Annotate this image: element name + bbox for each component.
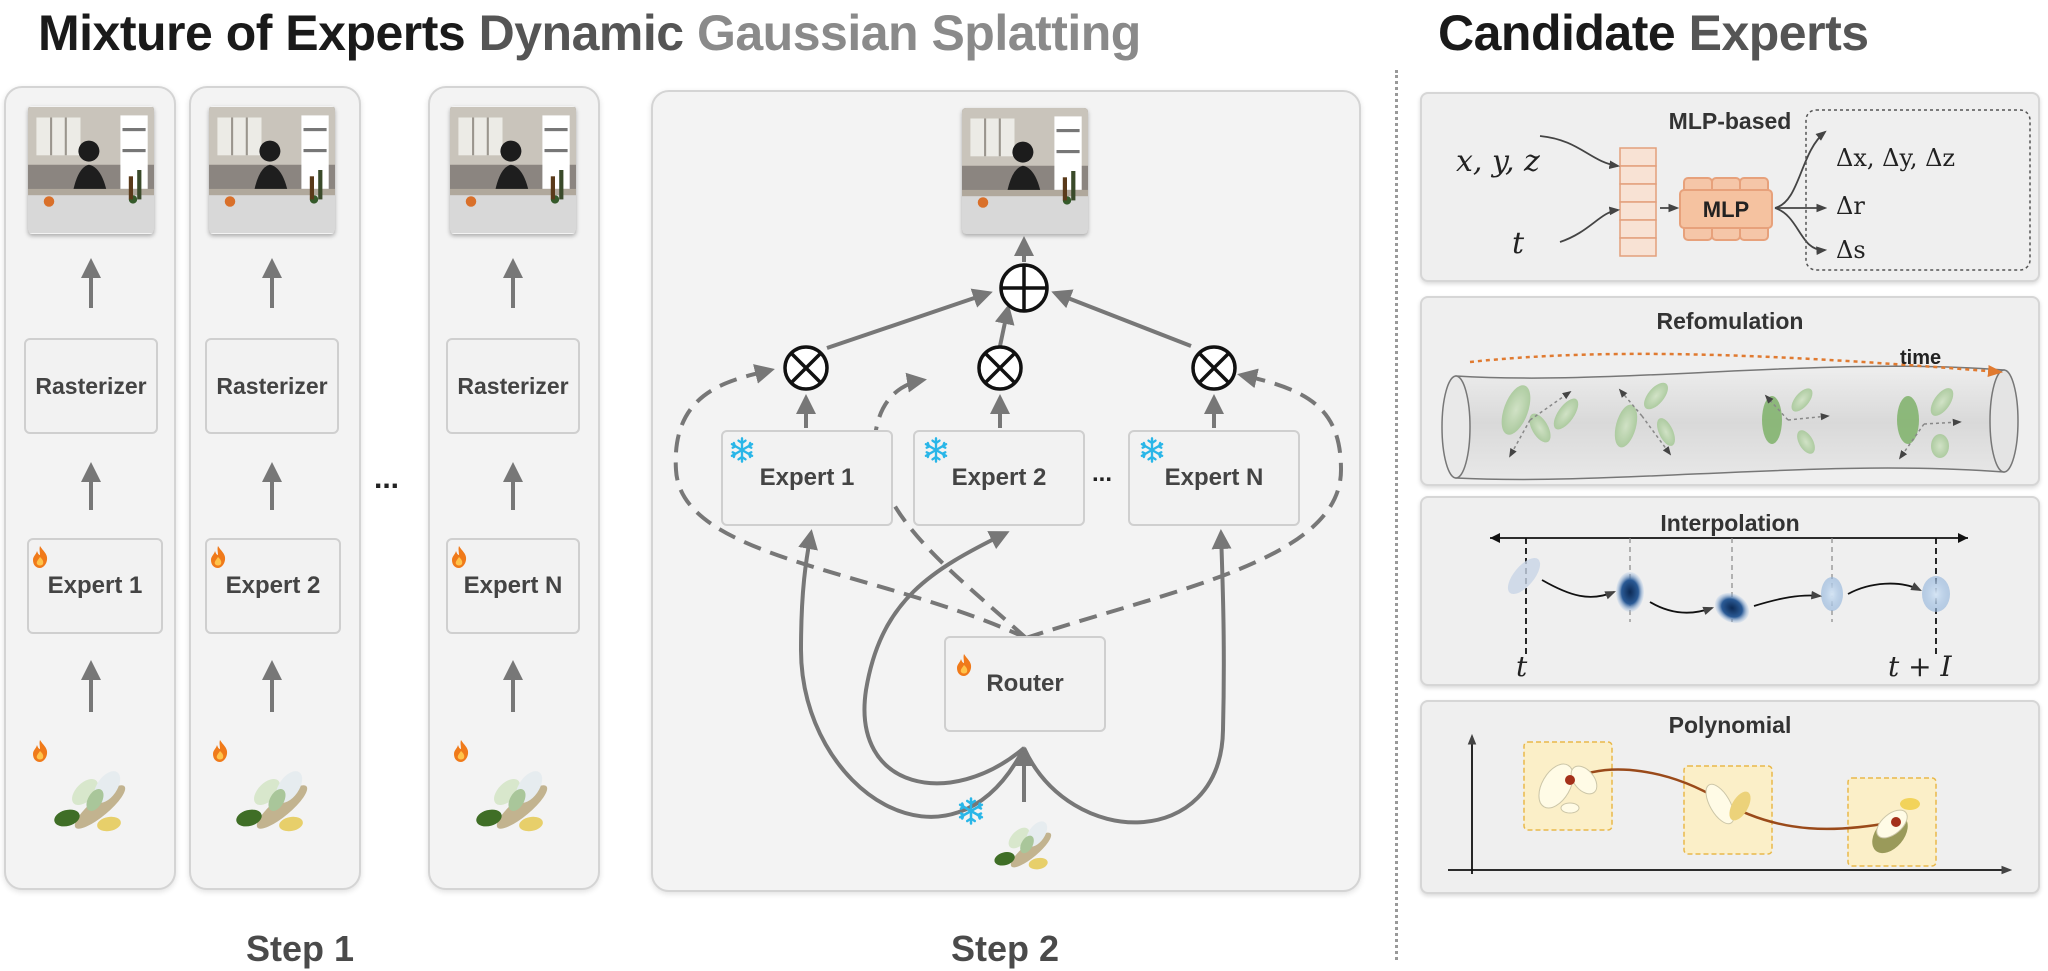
step1-arrows bbox=[81, 258, 523, 712]
time-label: time bbox=[1900, 347, 1941, 369]
mlp-input-xyz: x, y, z bbox=[1456, 144, 1540, 179]
step2-ellipsis: ... bbox=[1092, 460, 1113, 487]
step1-expert-box-2: Expert 2 bbox=[205, 538, 341, 634]
rasterizer-box-2: Rasterizer bbox=[205, 338, 339, 434]
rasterizer-box-n: Rasterizer bbox=[446, 338, 580, 434]
snowflake-icon bbox=[730, 437, 754, 463]
multiply-icon bbox=[1193, 347, 1235, 389]
main-title: Mixture of Experts Dynamic Gaussian Spla… bbox=[38, 4, 1141, 62]
rasterizer-box-1: Rasterizer bbox=[24, 338, 158, 434]
router-box: Router bbox=[944, 636, 1106, 732]
step2-expert-box-n: Expert N bbox=[1128, 430, 1300, 526]
multiply-icon bbox=[979, 347, 1021, 389]
main-title-part2: Dynamic bbox=[478, 5, 684, 61]
main-title-part1: Mixture of Experts bbox=[38, 5, 466, 61]
snowflake-icon bbox=[1140, 437, 1164, 463]
reformulation-diagram: time bbox=[1441, 347, 2019, 481]
mlp-output-r: Δr bbox=[1836, 192, 1865, 220]
candidate-title: Candidate Experts bbox=[1438, 4, 1869, 62]
snowflake-icon bbox=[958, 797, 984, 825]
polynomial-diagram bbox=[1448, 733, 2013, 875]
interp-start-label: t bbox=[1516, 650, 1528, 683]
step2-label: Step 2 bbox=[950, 928, 1060, 969]
mlp-block-label: MLP bbox=[1703, 197, 1749, 222]
mlp-diagram: MLP bbox=[1539, 109, 2031, 271]
candidate-title-part1: Candidate bbox=[1438, 5, 1676, 61]
reformulation-title: Refomulation bbox=[1656, 308, 1804, 334]
step1-label: Step 1 bbox=[245, 928, 355, 969]
interpolation-title: Interpolation bbox=[1660, 510, 1800, 536]
snowflake-icon bbox=[924, 437, 948, 463]
step1-expert-box-n: Expert N bbox=[446, 538, 580, 634]
plus-circle-icon bbox=[1001, 265, 1047, 311]
gaussian-icon bbox=[992, 817, 1056, 872]
fire-icon bbox=[957, 654, 972, 676]
candidate-title-part2: Experts bbox=[1688, 5, 1869, 61]
polynomial-title: Polynomial bbox=[1668, 712, 1792, 738]
mlp-output-s: Δs bbox=[1836, 236, 1866, 264]
step1-expert-box-1: Expert 1 bbox=[27, 538, 163, 634]
step2-graph bbox=[673, 236, 1344, 825]
main-title-part3: Gaussian Splatting bbox=[696, 5, 1141, 61]
multiply-icon bbox=[785, 347, 827, 389]
interp-end-label: t + I bbox=[1888, 650, 1952, 683]
mlp-input-t: t bbox=[1512, 226, 1525, 261]
mlp-title: MLP-based bbox=[1668, 108, 1792, 134]
step1-ellipsis: ... bbox=[374, 462, 400, 495]
mlp-output-xyz: Δx, Δy, Δz bbox=[1836, 144, 1956, 172]
interpolation-diagram bbox=[1490, 533, 1968, 656]
section-divider bbox=[1395, 70, 1398, 960]
